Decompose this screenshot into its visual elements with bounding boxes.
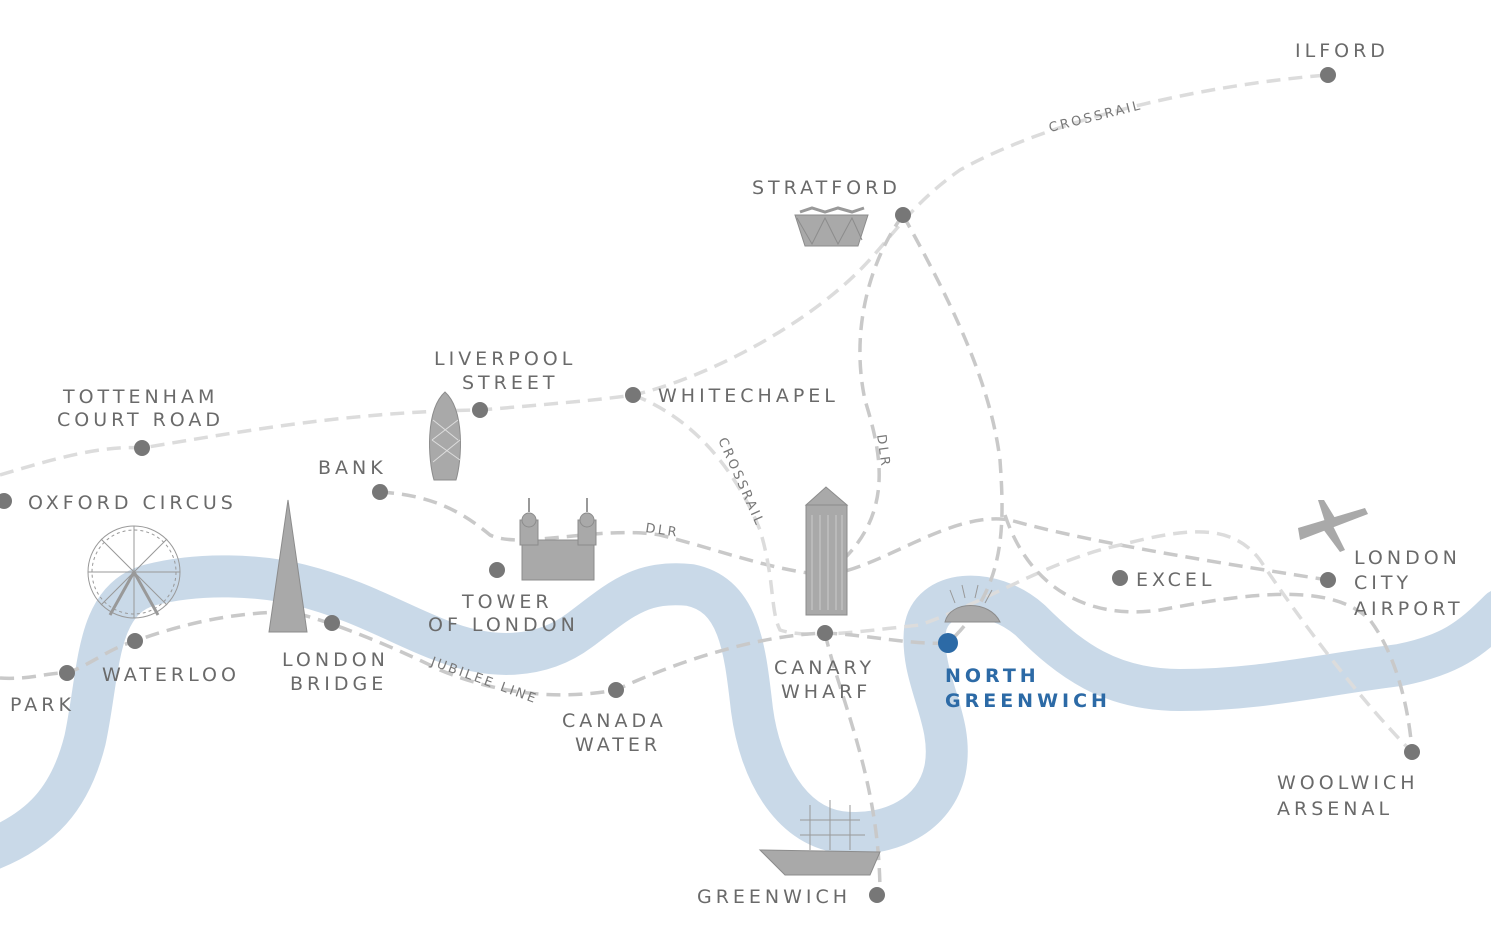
label-greenwich: GREENWICH — [697, 886, 851, 908]
label-north-greenwich-2: GREENWICH — [945, 690, 1111, 712]
label-canary-wharf-2: WHARF — [781, 681, 871, 703]
rail-lines — [0, 73, 1414, 896]
stratford-dlr — [823, 213, 905, 577]
label-canary-wharf-1: CANARY — [774, 657, 875, 679]
station-north-greenwich — [938, 633, 958, 653]
shard-icon — [268, 499, 308, 633]
station-woolwich — [1404, 744, 1420, 760]
station-dots — [0, 67, 1420, 903]
jubilee-line — [0, 610, 949, 697]
label-liverpool-2: STREET — [462, 372, 558, 394]
label-woolwich-1: WOOLWICH — [1277, 772, 1418, 794]
dlr-woolwich — [1003, 514, 1414, 753]
station-tower — [489, 562, 505, 578]
label-london-bridge-1: LONDON — [282, 649, 389, 671]
station-stratford — [895, 207, 911, 223]
label-city-airport-1: LONDON — [1354, 547, 1461, 569]
label-tower-2: OF LONDON — [428, 614, 579, 636]
station-park — [59, 665, 75, 681]
gherkin-icon — [429, 391, 461, 481]
tower-of-london-icon — [519, 498, 597, 581]
label-canada-water-1: CANADA — [562, 710, 667, 732]
dlr-label-2: DLR — [644, 521, 680, 541]
station-oxford-circus — [0, 493, 12, 509]
river-thames — [0, 555, 1491, 869]
label-ilford: ILFORD — [1295, 40, 1389, 62]
label-canada-water-2: WATER — [575, 734, 661, 756]
label-liverpool-1: LIVERPOOL — [434, 348, 576, 370]
station-city-airport — [1320, 572, 1336, 588]
label-park: PARK — [10, 694, 75, 716]
label-stratford: STRATFORD — [752, 177, 901, 199]
station-canary-wharf — [817, 625, 833, 641]
station-ilford — [1320, 67, 1336, 83]
station-canada-water — [608, 682, 624, 698]
label-whitechapel: WHITECHAPEL — [658, 385, 839, 407]
o2-arena-icon — [944, 584, 1001, 623]
label-city-airport-2: CITY — [1354, 572, 1412, 594]
station-greenwich — [869, 887, 885, 903]
label-woolwich-2: ARSENAL — [1277, 798, 1393, 820]
olympic-stadium-icon — [794, 206, 869, 247]
crossrail-whitechapel — [632, 393, 1414, 754]
station-bank — [372, 484, 388, 500]
london-eye-icon — [87, 525, 181, 619]
station-excel — [1112, 570, 1128, 586]
airplane-icon — [1298, 500, 1368, 552]
crossrail-label-2: CROSSRAIL — [714, 436, 767, 530]
station-liverpool-street — [472, 402, 488, 418]
label-oxford-circus: OXFORD CIRCUS — [28, 492, 237, 514]
one-canada-square-icon — [804, 486, 849, 616]
dlr-bank — [379, 490, 1329, 582]
crossrail-label-1: CROSSRAIL — [1047, 98, 1144, 136]
label-waterloo: WATERLOO — [102, 664, 240, 686]
station-waterloo — [127, 633, 143, 649]
stratford-jubilee — [901, 214, 1004, 645]
label-city-airport-3: AIRPORT — [1354, 598, 1464, 620]
label-tower-1: TOWER — [461, 591, 553, 613]
label-north-greenwich-1: NORTH — [945, 665, 1040, 687]
label-london-bridge-2: BRIDGE — [290, 673, 387, 695]
label-excel: EXCEL — [1136, 569, 1216, 591]
label-tottenham-2: COURT ROAD — [57, 409, 224, 431]
station-whitechapel — [625, 387, 641, 403]
dlr-label-1: DLR — [873, 433, 893, 469]
station-tottenham — [134, 440, 150, 456]
label-bank: BANK — [318, 457, 387, 479]
cutty-sark-icon — [758, 800, 881, 876]
label-tottenham-1: TOTTENHAM — [62, 386, 218, 408]
station-london-bridge — [324, 615, 340, 631]
